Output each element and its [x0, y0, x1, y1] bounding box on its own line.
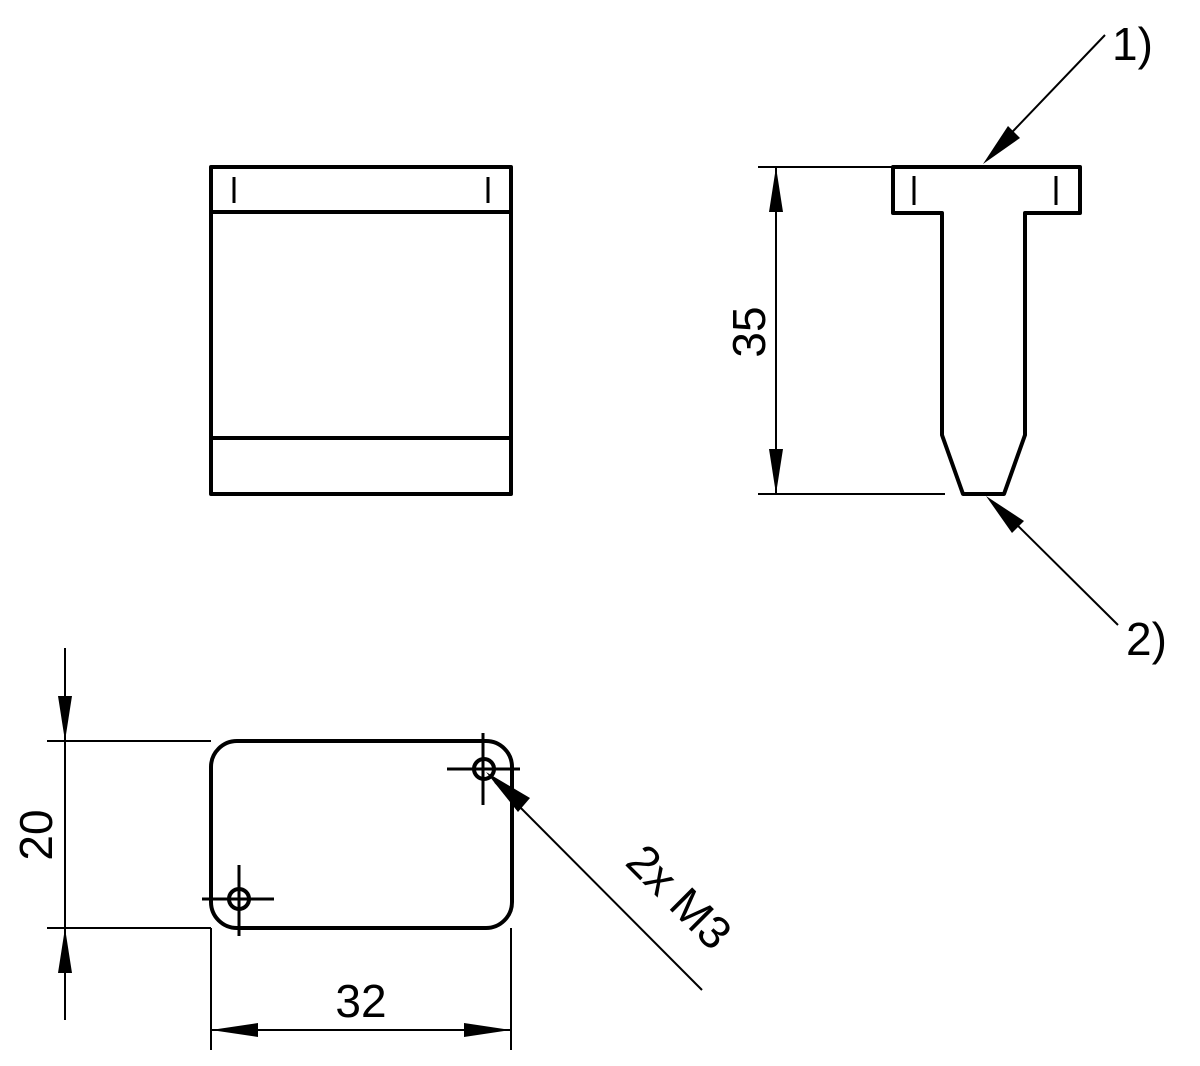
dimension-height-label: 35: [723, 306, 775, 357]
callout-2: 2): [986, 496, 1167, 665]
dimension-width: 32: [210, 928, 512, 1050]
bottom-view: [202, 733, 520, 936]
side-view: [891, 165, 1082, 496]
front-view: [209, 165, 513, 496]
callout-1: 1): [983, 18, 1153, 164]
thread-callout: 2x M3: [486, 772, 742, 991]
dimension-width-label: 32: [335, 975, 386, 1027]
callout-1-label: 1): [1112, 18, 1153, 70]
dimension-height: 35: [723, 166, 945, 495]
dimension-depth-label: 20: [10, 809, 62, 860]
callout-2-label: 2): [1126, 613, 1167, 665]
dimension-depth: 20: [10, 648, 211, 1020]
thread-callout-label: 2x M3: [617, 834, 742, 959]
